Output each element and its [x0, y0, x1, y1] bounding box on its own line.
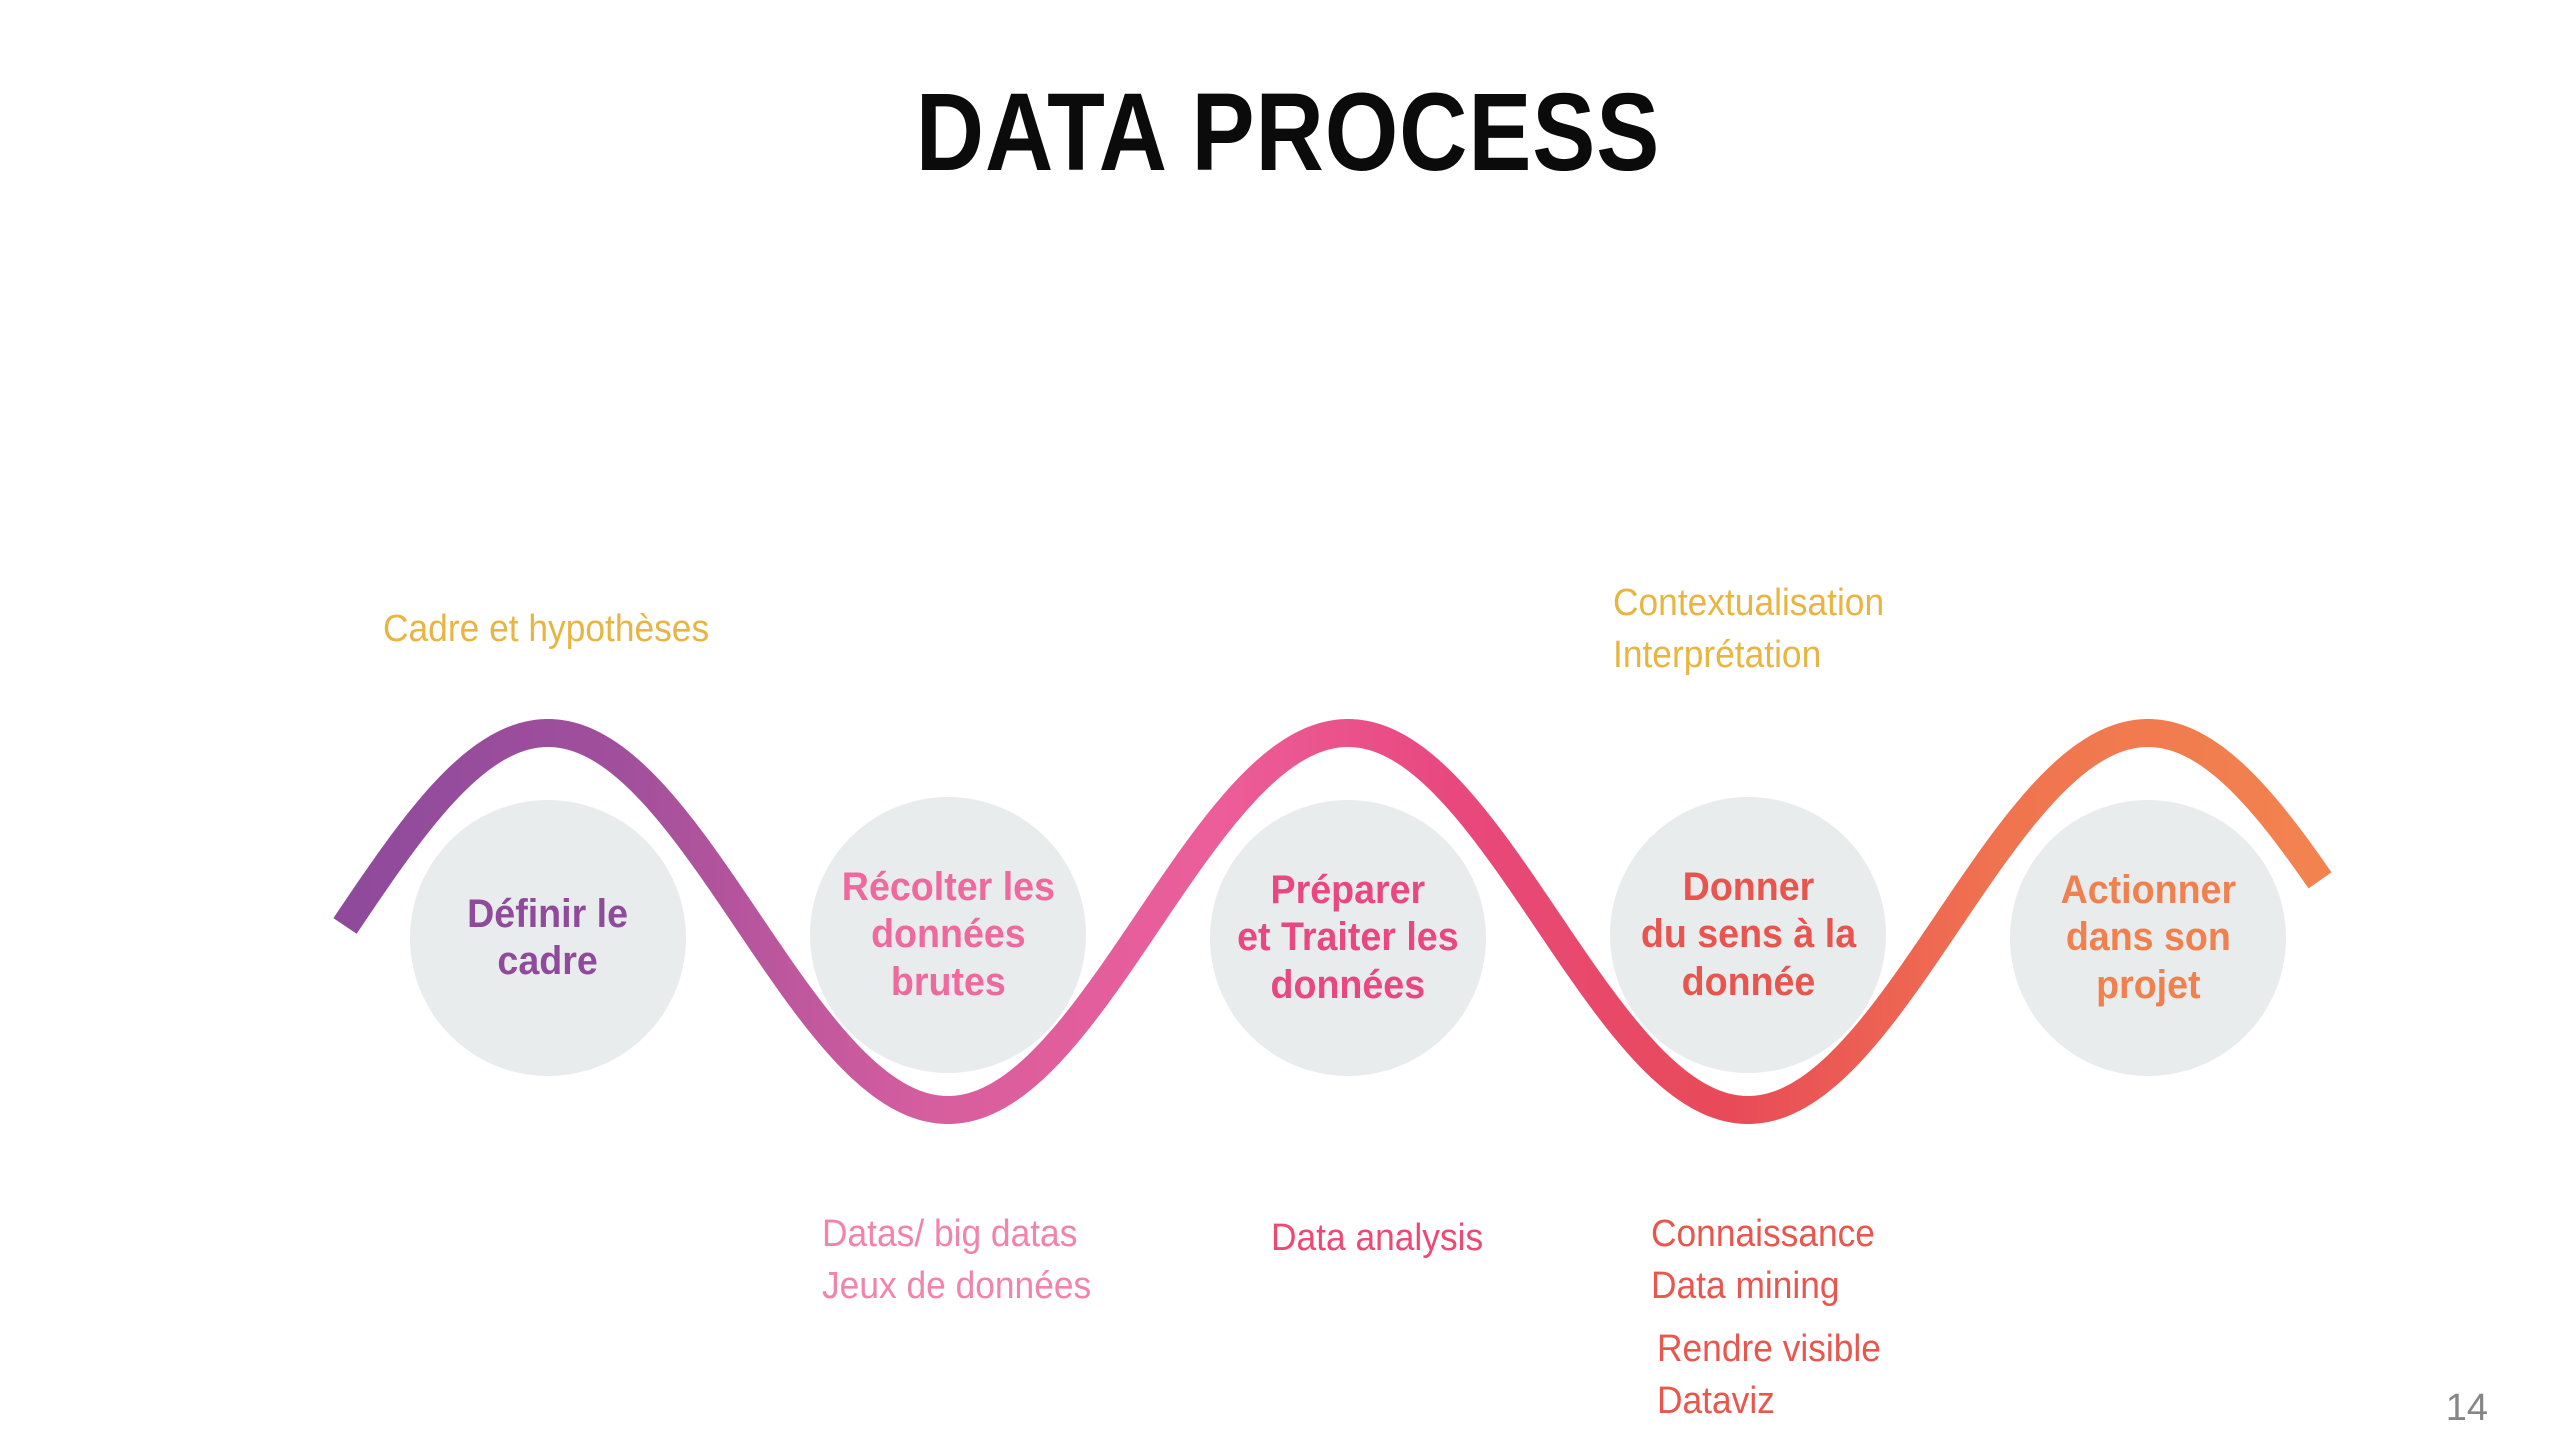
step-label-5: Actionner dans son projet	[2060, 868, 2236, 1007]
page-title: DATA PROCESS	[915, 71, 1661, 194]
step-circle-3[interactable]: Préparer et Traiter les données	[1210, 800, 1486, 1076]
annotation-data-analysis: Data analysis	[1271, 1217, 1484, 1259]
step-circle-5[interactable]: Actionner dans son projet	[2010, 800, 2286, 1076]
step-label-1: Définir le cadre	[467, 891, 629, 983]
step-circle-4[interactable]: Donner du sens à la donnée	[1610, 797, 1886, 1073]
annotation-rendre-visible-dataviz: Rendre visible Dataviz	[1657, 1328, 1881, 1422]
step-circle-1[interactable]: Définir le cadre	[410, 800, 686, 1076]
step-label-3: Préparer et Traiter les données	[1237, 868, 1459, 1007]
annotation-datas-jeux-de-donnees: Datas/ big datas Jeux de données	[822, 1213, 1092, 1307]
step-label-4: Donner du sens à la donnée	[1640, 865, 1856, 1004]
page-number: 14	[2445, 1387, 2488, 1429]
annotation-cadre-hypotheses: Cadre et hypothèses	[383, 608, 710, 650]
annotation-contextualisation-interpretation: Contextualisation Interprétation	[1613, 582, 1885, 676]
step-label-2: Récolter les données brutes	[841, 865, 1055, 1004]
step-circle-2[interactable]: Récolter les données brutes	[810, 797, 1086, 1073]
annotation-connaissance-data-mining: Connaissance Data mining	[1651, 1213, 1875, 1307]
